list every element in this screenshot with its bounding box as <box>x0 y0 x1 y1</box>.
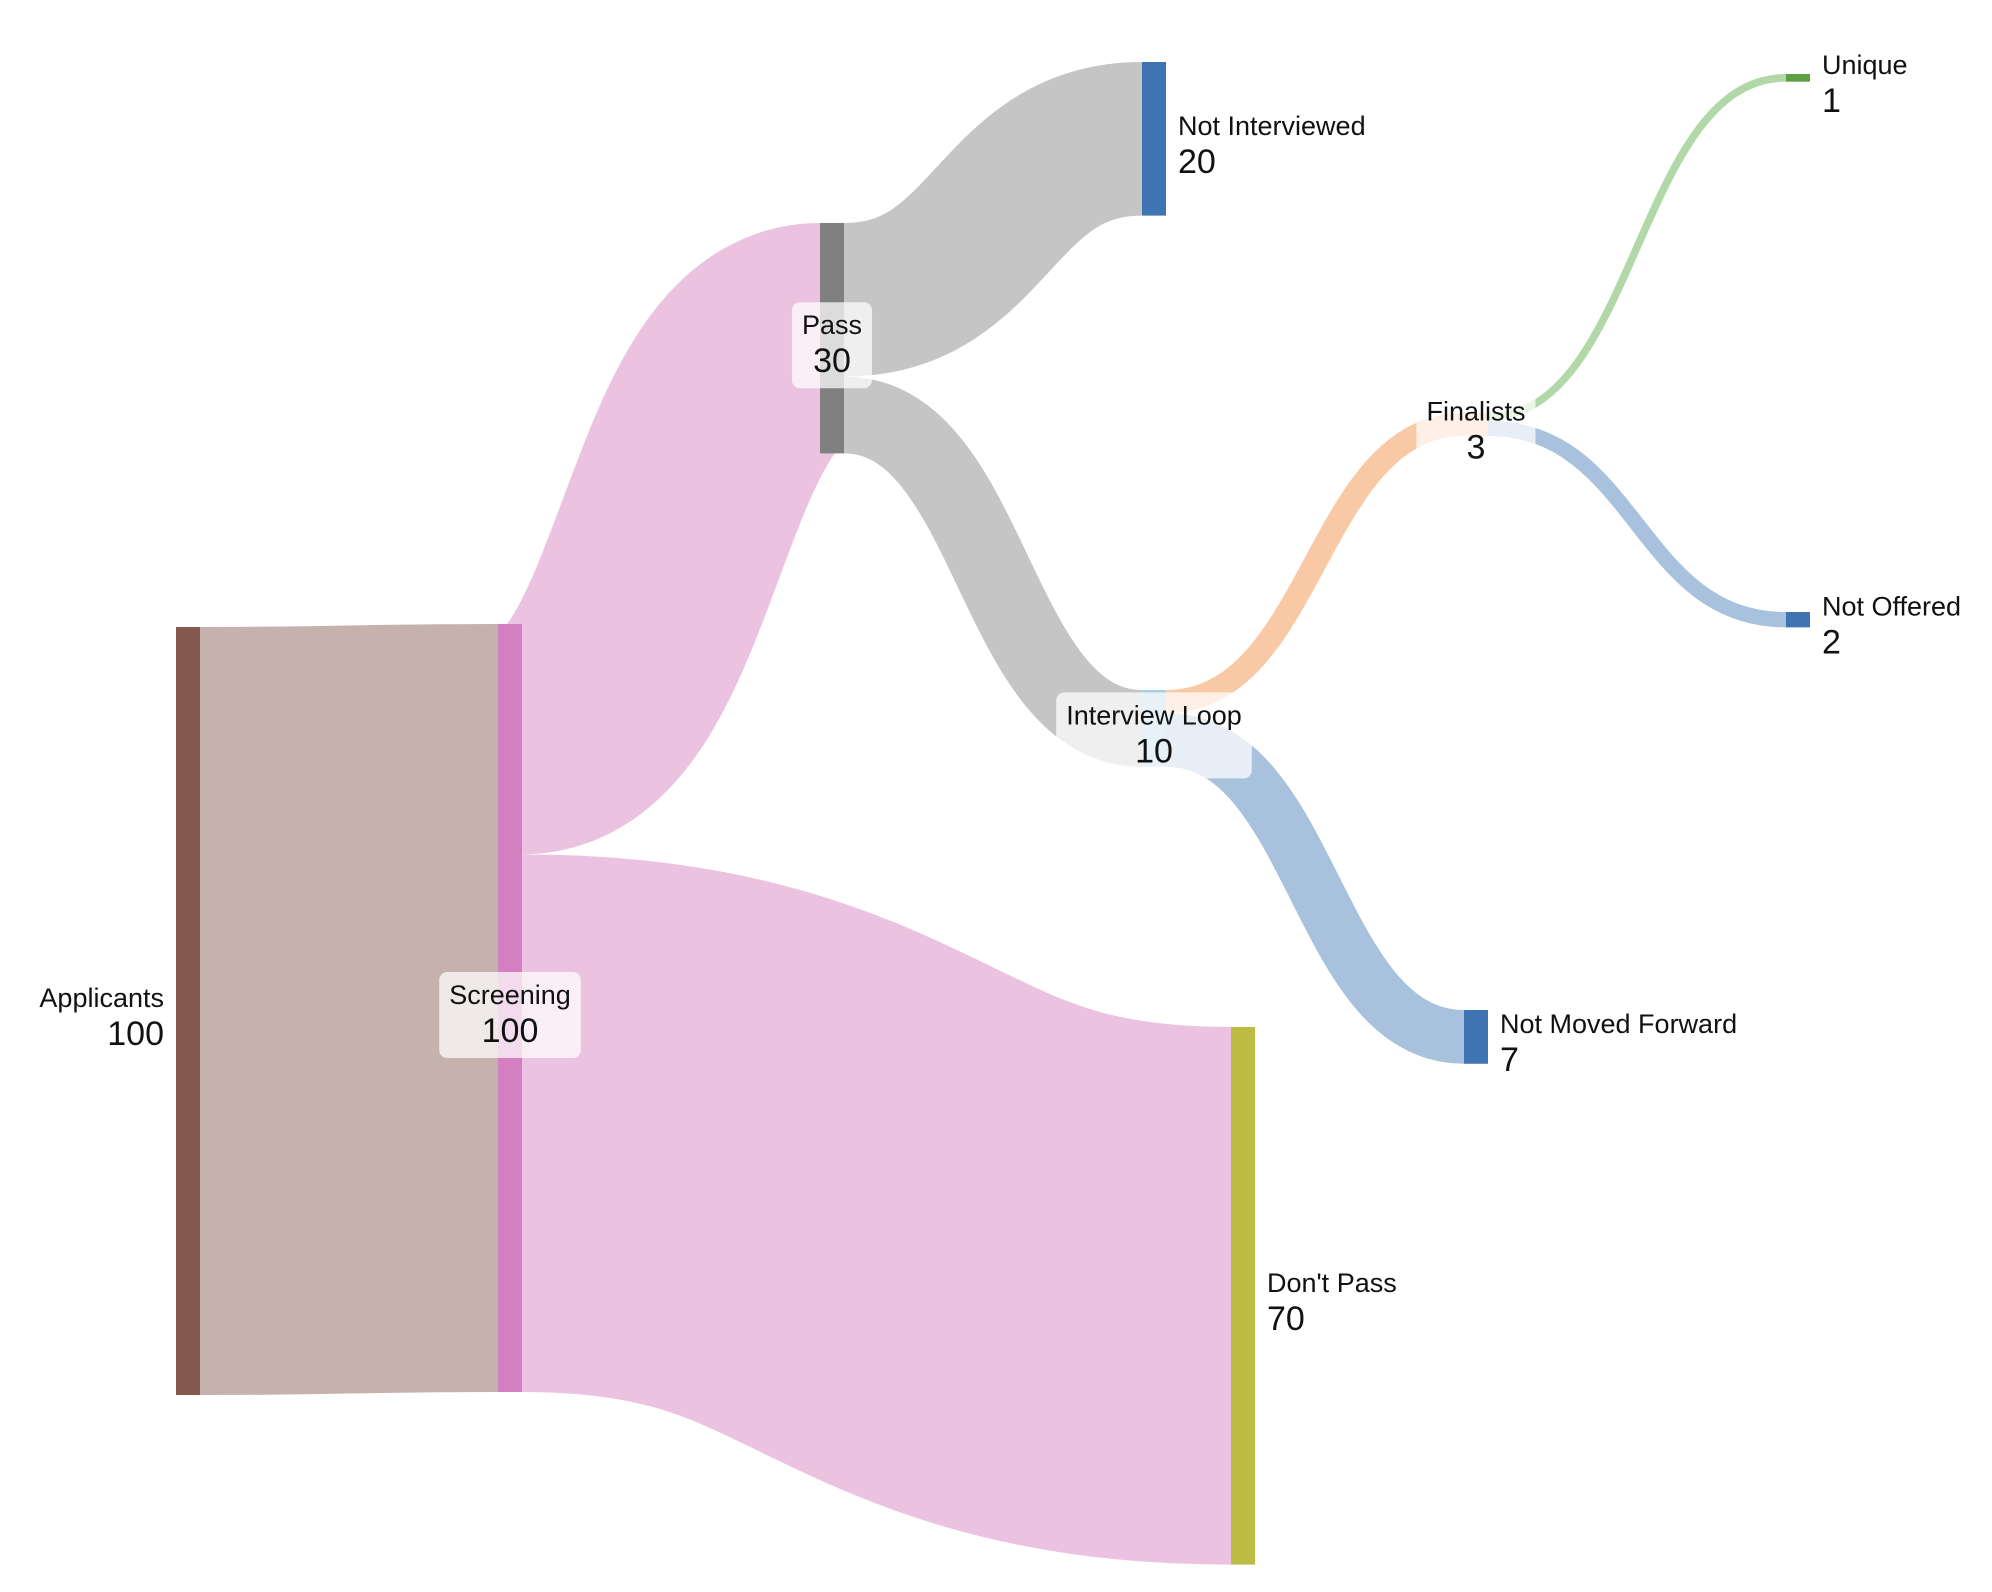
label-bg-pass <box>791 302 873 389</box>
node-dont_pass[interactable] <box>1231 1027 1255 1565</box>
label-name-pass: Pass <box>802 310 862 340</box>
label-value-not_interviewed: 20 <box>1178 143 1216 181</box>
link-screening-to-pass[interactable] <box>495 223 847 855</box>
label-value-not_offered: 2 <box>1822 624 1841 662</box>
label-value-dont_pass: 70 <box>1267 1300 1305 1338</box>
link-finalists-to-not_offered[interactable] <box>1487 420 1787 628</box>
label-value-screening: 100 <box>482 1012 539 1050</box>
label-value-not_moved_forward: 7 <box>1500 1041 1519 1079</box>
sankey-nodes <box>176 62 1810 1565</box>
node-not_moved_forward[interactable] <box>1464 1010 1488 1064</box>
label-name-not_offered: Not Offered <box>1822 592 1961 622</box>
link-interview_loop-to-finalists[interactable] <box>1165 413 1465 714</box>
label-name-applicants: Applicants <box>39 983 164 1013</box>
link-pass-to-not_interviewed[interactable] <box>840 62 1146 377</box>
link-pass-to-interview_loop[interactable] <box>841 376 1145 767</box>
label-name-interview_loop: Interview Loop <box>1066 700 1242 730</box>
label-name-finalists: Finalists <box>1426 397 1525 427</box>
label-value-interview_loop: 10 <box>1135 732 1173 770</box>
label-name-not_interviewed: Not Interviewed <box>1178 111 1366 141</box>
link-interview_loop-to-not_moved_forward[interactable] <box>1164 713 1466 1064</box>
link-screening-to-dont_pass[interactable] <box>518 854 1235 1565</box>
label-name-screening: Screening <box>449 980 571 1010</box>
label-name-not_moved_forward: Not Moved Forward <box>1500 1009 1737 1039</box>
label-value-unique: 1 <box>1822 82 1841 120</box>
label-value-pass: 30 <box>813 342 851 380</box>
label-bg-screening <box>439 972 581 1058</box>
sankey-links <box>199 62 1787 1565</box>
label-value-finalists: 3 <box>1467 429 1486 467</box>
label-bg-interview_loop <box>1056 692 1252 779</box>
node-not_offered[interactable] <box>1786 612 1810 628</box>
node-unique[interactable] <box>1786 74 1810 82</box>
label-value-applicants: 100 <box>107 1015 164 1053</box>
node-applicants[interactable] <box>176 627 200 1395</box>
label-name-unique: Unique <box>1822 50 1908 80</box>
label-name-dont_pass: Don't Pass <box>1267 1268 1397 1298</box>
label-bg-finalists <box>1416 388 1536 475</box>
link-finalists-to-unique[interactable] <box>1487 74 1787 421</box>
node-not_interviewed[interactable] <box>1142 62 1166 216</box>
